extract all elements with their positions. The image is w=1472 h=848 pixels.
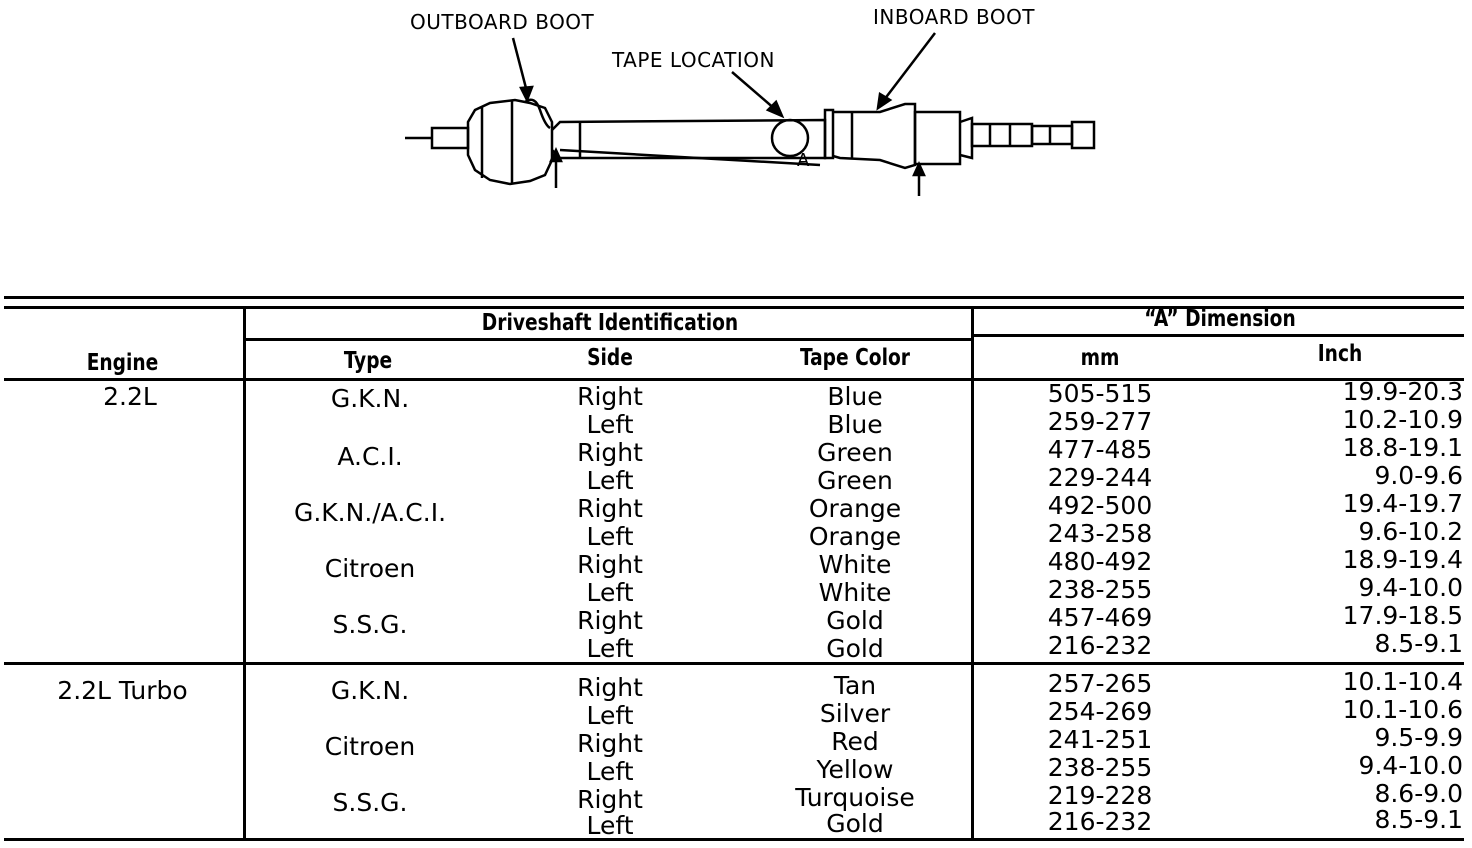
header-tape-color: Tape Color <box>800 345 910 371</box>
header-engine: Engine <box>86 350 159 376</box>
table-cell-type: S.S.G. <box>332 610 408 639</box>
table-cell-inch: 8.6-9.0 <box>1374 779 1463 808</box>
table-cell-side: Left <box>586 757 634 786</box>
table-cell-side: Left <box>586 410 634 439</box>
table-cell-side: Right <box>577 494 643 523</box>
table-cell-side: Left <box>586 811 634 840</box>
outboard-boot-label: OUTBOARD BOOT <box>410 10 595 34</box>
table-cell-mm: 243-258 <box>1047 519 1153 548</box>
vertical-rule-dimension <box>971 308 974 840</box>
table-cell-side: Right <box>577 785 643 814</box>
group-header-rule-right <box>973 334 1464 337</box>
inboard-boot-label: INBOARD BOOT <box>873 5 1036 29</box>
table-cell-inch: 9.4-10.0 <box>1358 751 1463 780</box>
table-top-rule-second <box>4 306 1464 309</box>
table-cell-tape-color: Gold <box>826 634 884 663</box>
table-cell-inch: 8.5-9.1 <box>1374 805 1463 834</box>
table-cell-side: Right <box>577 550 643 579</box>
table-cell-side: Left <box>586 466 634 495</box>
table-bottom-rule <box>4 838 1464 841</box>
driveshaft-diagram: OUTBOARD BOOT INBOARD BOOT TAPE LOCATION… <box>0 0 1472 260</box>
table-cell-side: Right <box>577 438 643 467</box>
vertical-rule-engine <box>243 308 246 840</box>
table-cell-inch: 19.4-19.7 <box>1342 489 1463 518</box>
table-cell-mm: 254-269 <box>1047 697 1153 726</box>
table-cell-tape-color: Blue <box>827 410 883 439</box>
table-cell-side: Left <box>586 701 634 730</box>
table-cell-tape-color: Blue <box>827 382 883 411</box>
table-cell-type: S.S.G. <box>332 788 408 817</box>
table-cell-tape-color: Red <box>831 727 879 756</box>
table-cell-side: Right <box>577 729 643 758</box>
header-bottom-rule <box>4 378 1464 381</box>
header-a-dimension: “A” Dimension <box>1144 306 1296 332</box>
table-cell-inch: 8.5-9.1 <box>1374 629 1463 658</box>
engine-label: 2.2L <box>103 382 157 411</box>
table-cell-tape-color: Turquoise <box>795 783 915 812</box>
header-mm: mm <box>1080 345 1120 371</box>
table-cell-inch: 9.5-9.9 <box>1374 723 1463 752</box>
table-cell-type: Citroen <box>324 732 416 761</box>
header-type: Type <box>343 348 393 374</box>
table-cell-tape-color: Gold <box>826 606 884 635</box>
table-cell-mm: 257-265 <box>1047 669 1153 698</box>
table-cell-inch: 9.6-10.2 <box>1358 517 1463 546</box>
table-cell-inch: 19.9-20.3 <box>1342 377 1463 406</box>
table-cell-tape-color: Orange <box>808 522 902 551</box>
table-cell-tape-color: White <box>818 550 892 579</box>
header-driveshaft-identification: Driveshaft Identification <box>481 310 739 336</box>
header-side: Side <box>587 345 633 371</box>
table-cell-mm: 238-255 <box>1047 575 1153 604</box>
engine-label: 2.2L Turbo <box>57 676 188 705</box>
table-cell-inch: 18.9-19.4 <box>1342 545 1463 574</box>
group-header-rule-left <box>245 338 973 341</box>
table-cell-tape-color: Yellow <box>816 755 894 784</box>
table-cell-inch: 9.0-9.6 <box>1374 461 1463 490</box>
table-cell-type: A.C.I. <box>337 442 403 471</box>
table-cell-mm: 229-244 <box>1047 463 1153 492</box>
table-cell-side: Right <box>577 606 643 635</box>
table-cell-mm: 216-232 <box>1047 631 1153 660</box>
table-cell-side: Right <box>577 673 643 702</box>
table-cell-inch: 9.4-10.0 <box>1358 573 1463 602</box>
table-cell-side: Left <box>586 634 634 663</box>
table-cell-side: Left <box>586 522 634 551</box>
table-cell-side: Right <box>577 382 643 411</box>
table-cell-mm: 216-232 <box>1047 807 1153 836</box>
table-cell-mm: 505-515 <box>1047 379 1153 408</box>
dimension-a-marker: A <box>797 150 810 171</box>
table-cell-mm: 492-500 <box>1047 491 1153 520</box>
group-separator-rule <box>4 662 1464 665</box>
table-cell-tape-color: Gold <box>826 809 884 838</box>
table-top-rule <box>4 296 1464 299</box>
tape-location-label: TAPE LOCATION <box>612 48 775 72</box>
table-cell-tape-color: Green <box>817 438 893 467</box>
table-cell-mm: 477-485 <box>1047 435 1153 464</box>
table-cell-inch: 10.2-10.9 <box>1342 405 1463 434</box>
table-cell-type: G.K.N./A.C.I. <box>293 498 447 527</box>
table-cell-mm: 457-469 <box>1047 603 1153 632</box>
table-cell-type: Citroen <box>324 554 416 583</box>
table-cell-type: G.K.N. <box>330 384 410 413</box>
table-cell-tape-color: Orange <box>808 494 902 523</box>
table-cell-tape-color: White <box>818 578 892 607</box>
table-cell-mm: 241-251 <box>1047 725 1153 754</box>
table-cell-mm: 219-228 <box>1047 781 1153 810</box>
table-cell-inch: 17.9-18.5 <box>1342 601 1463 630</box>
driveshaft-illustration <box>405 32 1096 196</box>
table-cell-mm: 480-492 <box>1047 547 1153 576</box>
table-cell-tape-color: Tan <box>833 671 877 700</box>
table-cell-mm: 259-277 <box>1047 407 1153 436</box>
table-cell-mm: 238-255 <box>1047 753 1153 782</box>
table-cell-type: G.K.N. <box>330 676 410 705</box>
table-cell-inch: 10.1-10.6 <box>1342 695 1463 724</box>
table-cell-inch: 10.1-10.4 <box>1342 667 1463 696</box>
header-inch: Inch <box>1317 341 1363 367</box>
table-cell-tape-color: Green <box>817 466 893 495</box>
table-cell-inch: 18.8-19.1 <box>1342 433 1463 462</box>
table-cell-tape-color: Silver <box>819 699 891 728</box>
table-cell-side: Left <box>586 578 634 607</box>
